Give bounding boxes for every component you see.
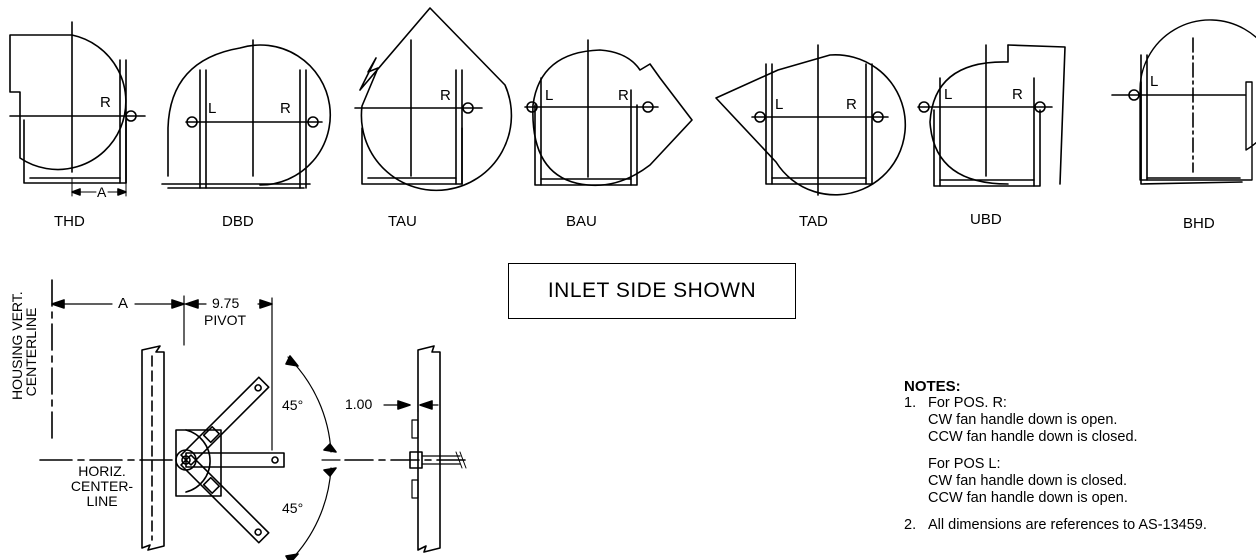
position-label-tad: TAD (799, 213, 828, 230)
position-label-thd: THD (54, 213, 85, 230)
fan-dbd (161, 39, 332, 189)
fan-bhd (1111, 19, 1256, 185)
horizontal-centerline-label: HORIZ. CENTER- LINE (70, 463, 134, 509)
side-dimension: 1.00 (345, 396, 373, 412)
note-2: 2. All dimensions are references to AS-1… (904, 517, 1207, 533)
pivot-dimension: 9.75 (212, 295, 240, 311)
handle-r-tad: R (846, 96, 857, 113)
handle-l-bau: L (545, 87, 554, 104)
pivot-label: PIVOT (204, 312, 247, 328)
fan-tau (354, 7, 513, 192)
side-detail (344, 345, 471, 553)
notes-heading: NOTES: (904, 378, 961, 395)
handle-r-ubd: R (1012, 86, 1023, 103)
handle-r-bau: R (618, 87, 629, 104)
handle-r-thd: R (100, 94, 111, 111)
angle-top-label: 45° (282, 397, 304, 413)
pivot-detail (39, 279, 341, 560)
fan-tad (715, 44, 907, 196)
position-label-ubd: UBD (970, 211, 1002, 228)
handle-l-bhd: L (1150, 73, 1159, 90)
position-label-bau: BAU (566, 213, 597, 230)
note-1: 1. For POS. R: CW fan handle down is ope… (904, 395, 1138, 506)
position-label-tau: TAU (388, 213, 417, 230)
fan-ubd (917, 44, 1066, 187)
handle-r-dbd: R (280, 100, 291, 117)
inlet-side-label: INLET SIDE SHOWN (508, 263, 796, 319)
dimension-a-label: A (118, 295, 129, 312)
fan-bau (524, 39, 693, 187)
handle-l-dbd: L (208, 100, 217, 117)
handle-l-tad: L (775, 96, 784, 113)
handle-r-tau: R (440, 87, 451, 104)
angle-bottom-label: 45° (282, 500, 304, 516)
handle-l-ubd: L (944, 86, 953, 103)
fan-thd (9, 21, 146, 197)
position-label-dbd: DBD (222, 213, 254, 230)
vertical-centerline-label: HOUSING VERT. CENTERLINE (9, 291, 39, 400)
notes-block: NOTES: 1. For POS. R: CW fan handle down… (904, 378, 1249, 534)
position-label-bhd: BHD (1183, 215, 1215, 232)
dimension-a-thd: A (97, 184, 107, 200)
